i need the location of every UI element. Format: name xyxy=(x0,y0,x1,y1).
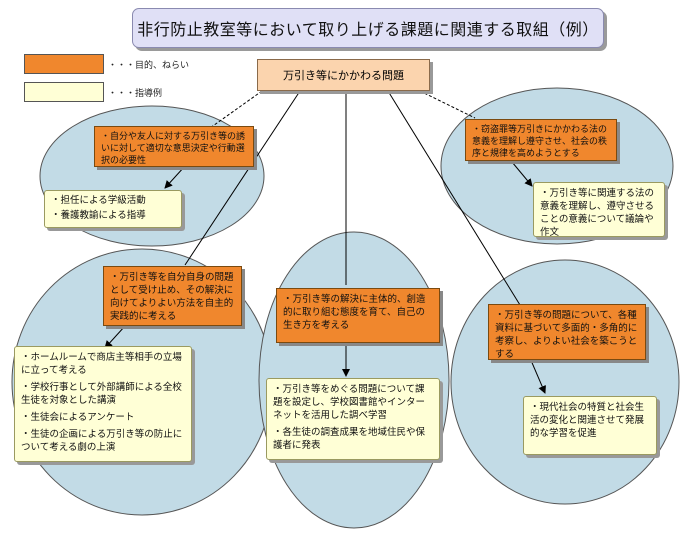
example-box-center: ・万引き等をめぐる問題について課題を設定し、学校図書館やインターネットを活用した… xyxy=(266,378,440,460)
example-box-left: ・ホームルームで商店主等相手の立場に立って考える ・学校行事として外部講師による… xyxy=(14,346,192,462)
example-item: ・万引き等に関連する法の意義を理解し、遵守させることの意義について議論や作文 xyxy=(540,188,655,238)
group-ellipse-right xyxy=(450,259,680,505)
aim-box-left: ・万引き等を自分自身の問題として受け止め、その解決に向けてよりよい方法を自主的実… xyxy=(103,266,242,326)
aim-box-topright: ・窃盗罪等万引きにかかわる法の意義を理解し遵守させ、社会の秩序と規律を高めようと… xyxy=(465,119,617,161)
aim-box-topleft: ・自分や友人に対する万引き等の誘いに対して適切な意思決定や行動選択の必要性 xyxy=(94,126,254,167)
example-item: ・現代社会の特質と社会生活の変化と関連させて発展的な学習を促進 xyxy=(530,402,645,439)
arrow-topright xyxy=(511,161,533,187)
arrow-left xyxy=(104,325,126,349)
example-item: ・生徒の企画による万引き等の防止について考える劇の上演 xyxy=(21,429,183,453)
example-box-right: ・現代社会の特質と社会生活の変化と関連させて発展的な学習を促進 xyxy=(523,396,657,455)
connector-topleft xyxy=(209,90,263,129)
example-box-topright: ・万引き等に関連する法の意義を理解し、遵守させることの意義について議論や作文 xyxy=(533,182,665,238)
legend-example-swatch xyxy=(24,82,104,102)
connector-topright xyxy=(419,90,476,119)
example-item: ・各生徒の調査成果を地域住民や保護者に発表 xyxy=(273,427,426,451)
example-item: ・ホームルームで商店主等相手の立場に立って考える xyxy=(21,352,182,376)
legend-aim-swatch xyxy=(24,54,104,74)
connector-right xyxy=(387,90,521,306)
example-item: ・学校行事として外部講師による全校生徒を対象とした講演 xyxy=(21,382,182,406)
example-box-topleft: ・担任による学級活動 ・養護教諭による指導 xyxy=(44,190,182,228)
example-item: ・担任による学級活動 xyxy=(51,195,146,206)
arrow-topleft xyxy=(164,165,186,189)
example-item: ・万引き等をめぐる問題について課題を設定し、学校図書館やインターネットを活用した… xyxy=(273,384,426,421)
example-item: ・生徒会によるアンケート xyxy=(21,412,135,423)
connector-left xyxy=(184,90,301,266)
example-item: ・養護教諭による指導 xyxy=(51,210,146,221)
legend-example-label: ・・・指導例 xyxy=(108,89,163,99)
root-topic: 万引き等にかかわる問題 xyxy=(257,59,430,91)
arrow-right xyxy=(529,357,546,394)
aim-box-center: ・万引き等の解決に主体的、創造的に取り組む態度を育て、自己の生き方を考える xyxy=(276,288,440,343)
legend-aim-label: ・・・目的、ねらい xyxy=(108,61,190,71)
diagram-title: 非行防止教室等において取り上げる課題に関連する取組（例） xyxy=(132,8,604,48)
aim-box-right: ・万引き等の問題について、各種資料に基づいて多面的・多角的に考察し、よりよい社会… xyxy=(488,304,646,360)
